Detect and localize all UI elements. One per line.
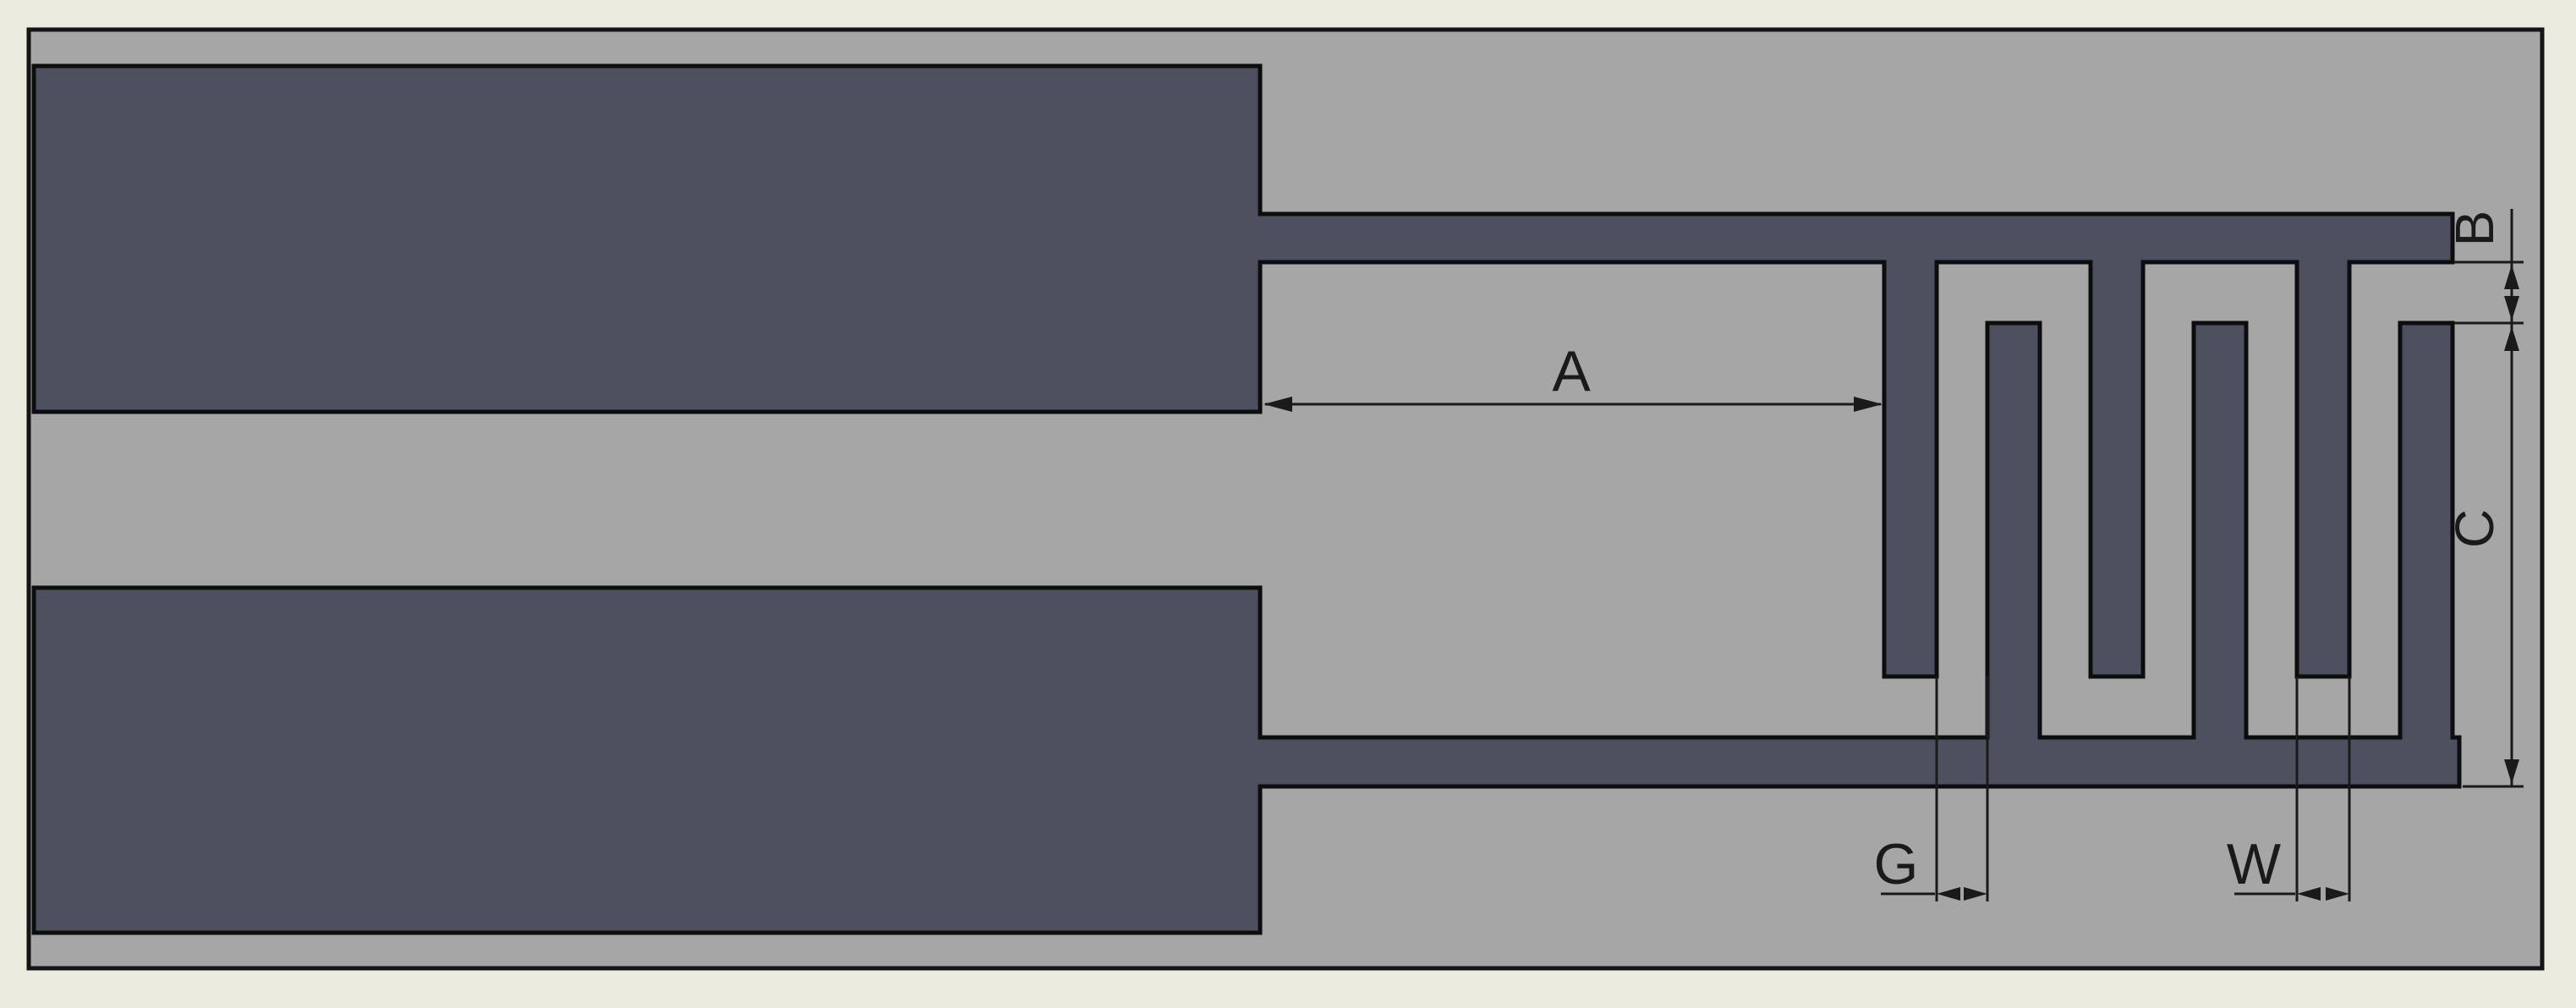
dim-label-a: A (1552, 339, 1591, 403)
dim-b-arrow-down (2504, 296, 2519, 320)
dim-label-w: W (2227, 832, 2281, 896)
dim-b-c: B C (2444, 209, 2524, 788)
dim-label-b: B (2444, 211, 2505, 247)
dim-c-arrow-down (2504, 759, 2519, 784)
dim-a: A (1263, 339, 1883, 412)
dim-b-arrow-up (2504, 265, 2519, 289)
top-electrode (31, 63, 2455, 679)
dim-a-arrow-right (1854, 397, 1883, 412)
dim-w-arrow-right (2326, 887, 2349, 901)
dim-w: W (2227, 677, 2351, 901)
dim-g-arrow-right (1964, 887, 1987, 901)
dim-label-c: C (2444, 509, 2505, 548)
bottom-electrode (31, 320, 2462, 935)
dim-g-arrow-left (1937, 887, 1960, 901)
dim-g: G (1874, 677, 1989, 901)
dim-label-g: G (1874, 832, 1919, 896)
dim-w-arrow-left (2297, 887, 2321, 901)
dim-c-arrow-up (2504, 326, 2519, 351)
dim-a-arrow-left (1263, 397, 1292, 412)
